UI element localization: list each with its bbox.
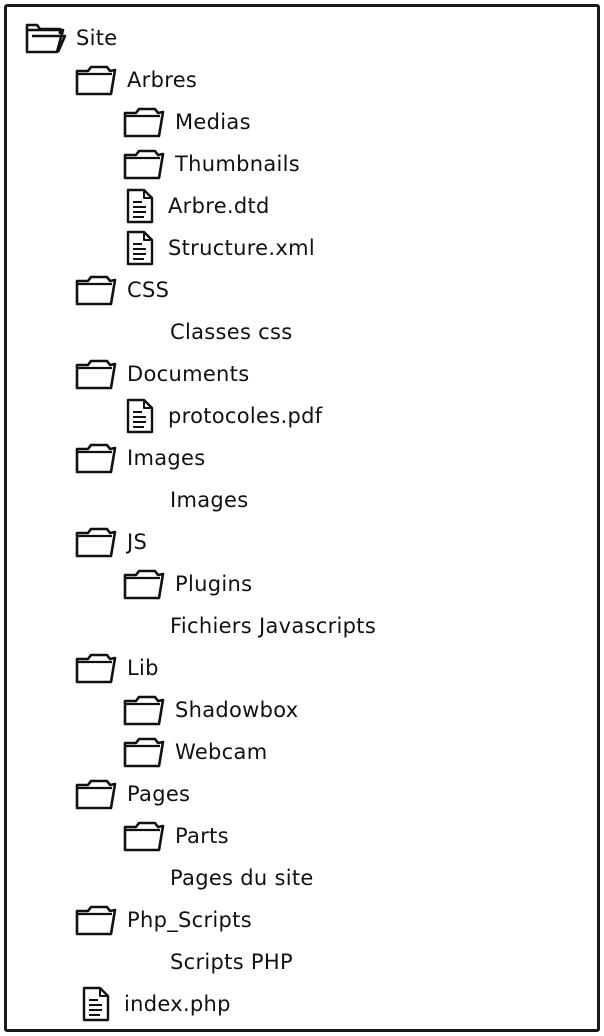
tree-item-label: Medias [175,110,251,134]
folder-icon [74,903,118,937]
tree-item-arbres[interactable]: Arbres [74,59,197,101]
tree-item-label: Fichiers Javascripts [170,614,377,638]
folder-icon [74,63,118,97]
tree-item-label: Parts [175,824,229,848]
tree-item-label: Pages [127,782,191,806]
tree-item-medias[interactable]: Medias [122,101,251,143]
tree-item-index-php[interactable]: index.php [78,983,231,1025]
folder-icon [122,819,166,853]
tree-item-css[interactable]: CSS [74,269,169,311]
tree-item-documents[interactable]: Documents [74,353,249,395]
tree-item-php-scripts[interactable]: Php_Scripts [74,899,252,941]
tree-frame [4,4,600,1032]
tree-item-parts[interactable]: Parts [122,815,229,857]
tree-item-label: Images [170,488,249,512]
folder-icon [74,651,118,685]
tree-item-pages-du-site[interactable]: Pages du site [170,857,314,899]
tree-item-fichiers-javascripts[interactable]: Fichiers Javascripts [170,605,376,647]
folder-icon [122,735,166,769]
tree-item-label: Lib [127,656,159,680]
folder-icon [74,441,118,475]
text-file-icon [122,397,156,435]
tree-item-label: Thumbnails [175,152,301,176]
folder-icon [74,777,118,811]
text-file-icon [78,985,112,1023]
tree-item-label: Documents [127,362,250,386]
folder-icon [74,357,118,391]
folder-icon [122,567,166,601]
tree-item-images-content[interactable]: Images [170,479,249,521]
tree-item-label: protocoles.pdf [168,404,323,428]
tree-item-webcam[interactable]: Webcam [122,731,267,773]
tree-item-label: Scripts PHP [170,950,293,974]
tree-item-pages[interactable]: Pages [74,773,190,815]
text-file-icon [122,229,156,267]
tree-item-js[interactable]: JS [74,521,147,563]
tree-item-label: Structure.xml [168,236,315,260]
tree-item-structure-xml[interactable]: Structure.xml [122,227,315,269]
tree-item-thumbnails[interactable]: Thumbnails [122,143,300,185]
folder-icon [122,693,166,727]
tree-item-protocoles-pdf[interactable]: protocoles.pdf [122,395,322,437]
folder-icon [74,273,118,307]
tree-item-label: Pages du site [170,866,314,890]
tree-item-label: Plugins [175,572,253,596]
tree-item-label: JS [127,530,148,554]
tree-item-label: Shadowbox [175,698,299,722]
tree-item-site[interactable]: Site [24,17,118,59]
tree-item-label: Webcam [175,740,268,764]
tree-item-label: Arbres [127,68,198,92]
tree-item-plugins[interactable]: Plugins [122,563,252,605]
folder-icon [122,105,166,139]
tree-item-label: Arbre.dtd [168,194,270,218]
tree-item-shadowbox[interactable]: Shadowbox [122,689,299,731]
tree-item-label: index.php [124,992,231,1016]
tree-item-images[interactable]: Images [74,437,206,479]
tree-item-label: Images [127,446,206,470]
tree-item-lib[interactable]: Lib [74,647,159,689]
tree-item-label: Classes css [170,320,293,344]
tree-item-arbre-dtd[interactable]: Arbre.dtd [122,185,270,227]
tree-item-classes-css[interactable]: Classes css [170,311,293,353]
tree-item-label: Site [76,26,118,50]
tree-item-label: Php_Scripts [127,908,252,932]
folder-icon [74,525,118,559]
tree-item-scripts-php[interactable]: Scripts PHP [170,941,293,983]
folder-open-icon [24,20,68,56]
tree-item-label: CSS [127,278,170,302]
folder-icon [122,147,166,181]
text-file-icon [122,187,156,225]
